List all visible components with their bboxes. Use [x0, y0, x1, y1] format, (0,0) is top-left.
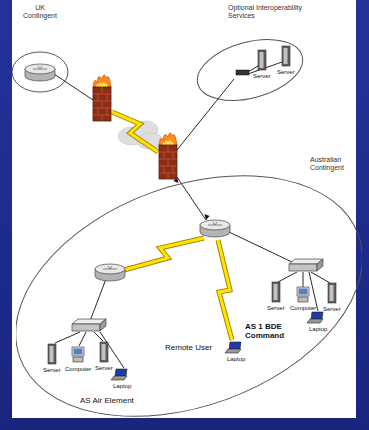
group-name: Remote User: [165, 343, 212, 352]
group-label: Australian Contingent: [310, 156, 360, 172]
group-name: AS Air Element: [80, 396, 134, 405]
device-label: Server: [95, 365, 113, 372]
device-label: Server: [253, 73, 271, 80]
device-label: Laptop: [113, 383, 131, 390]
device-label: Server: [323, 306, 341, 313]
group-ellipse: Australian Contingent: [16, 150, 362, 422]
group-label: UK Contingent: [20, 4, 60, 20]
device-label: Server: [267, 305, 285, 312]
device-label: Computer: [290, 305, 316, 312]
ellipse-outline: [16, 150, 362, 422]
group-name: AS 1 BDE Command: [245, 322, 293, 340]
device-label: Server: [277, 69, 295, 76]
device-label: Computer: [65, 366, 91, 373]
device-label: Laptop: [227, 356, 245, 363]
group-ellipse: UK Contingent: [8, 2, 72, 96]
device-label: Server: [43, 367, 61, 374]
group-ellipse: Optional Interoperability Services: [188, 2, 312, 102]
group-label: Optional Interoperability Services: [228, 4, 304, 20]
device-label: Laptop: [309, 326, 327, 333]
